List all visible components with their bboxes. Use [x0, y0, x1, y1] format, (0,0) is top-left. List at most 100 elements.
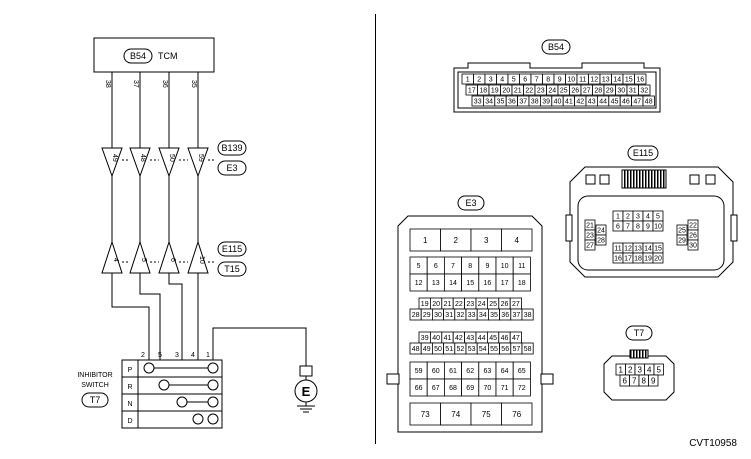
t7-pin-5-cell	[653, 363, 664, 376]
e3-pin-25-label: 25	[489, 301, 497, 308]
b54-pin-31-label: 31	[629, 87, 637, 94]
b54-pin-24-label: 24	[548, 87, 556, 94]
svg-text:E115: E115	[222, 244, 242, 254]
b54-pin-48-cell	[642, 95, 655, 107]
e3-pin-43-label: 43	[466, 335, 474, 342]
e115-pin-29-cell	[676, 234, 688, 246]
b54-pin-15-label: 15	[625, 76, 633, 83]
e3-pin-45-label: 45	[489, 335, 497, 342]
t7-pin-3-label: 3	[638, 365, 643, 374]
b54-pin-8-label: 8	[546, 76, 550, 83]
e3-pin-63-label: 63	[484, 368, 492, 375]
ground-label: E	[302, 384, 311, 399]
b54-pin-29-label: 29	[606, 87, 614, 94]
ground-symbol: E	[294, 365, 318, 413]
panel-divider	[375, 14, 376, 444]
e115-pin-25-label: 25	[678, 227, 686, 234]
e3-pin-47-label: 47	[512, 335, 520, 342]
b54-pin-12-label: 12	[590, 76, 598, 83]
b54-pin-17-label: 17	[468, 87, 476, 94]
b54-pin-18-label: 18	[479, 87, 487, 94]
col-3: 3	[175, 352, 179, 359]
e3-pin-4-cell	[501, 228, 533, 252]
e3-pin-52-label: 52	[457, 346, 465, 353]
e3-pin-18-label: 18	[518, 280, 526, 287]
b54-pin-16-cell	[634, 73, 647, 85]
e3-pin-8-label: 8	[468, 263, 472, 270]
e115-pin-13-label: 13	[634, 245, 642, 252]
e3-pin-44-label: 44	[478, 335, 486, 342]
e3-pin-58-label: 58	[524, 346, 532, 353]
svg-text:T7: T7	[90, 395, 101, 405]
tcm-pin-35: 35	[190, 80, 197, 88]
e3-pin-33-label: 33	[468, 312, 476, 319]
e3-pin-46-label: 46	[501, 335, 509, 342]
e3-pin-54-label: 54	[479, 346, 487, 353]
row-N: N	[127, 401, 132, 408]
b54-pin-32-label: 32	[640, 87, 648, 94]
e3-pin-65-label: 65	[518, 368, 526, 375]
svg-text:E3: E3	[465, 198, 476, 208]
b54-pin-30-label: 30	[617, 87, 625, 94]
b54-pin-5-label: 5	[512, 76, 516, 83]
e115-pin-15-label: 15	[654, 245, 662, 252]
e115-pin-1-label: 1	[616, 213, 620, 220]
t7-pin-6-label: 6	[623, 376, 628, 385]
e115-pin-28-cell	[595, 234, 607, 246]
b54-pin-32-cell	[638, 84, 651, 96]
e3-pin-51-label: 51	[445, 346, 453, 353]
col-1: 1	[206, 352, 210, 359]
e115-pin-20-label: 20	[654, 255, 662, 262]
tcm-connector-tag: B54	[123, 48, 153, 64]
e3-pin-72-cell	[512, 378, 531, 397]
b54-pin-45-label: 45	[611, 98, 619, 105]
e115-pin-10-label: 10	[654, 223, 662, 230]
e115-pin-18-label: 18	[634, 255, 642, 262]
e115-pin-30-label: 30	[689, 242, 697, 249]
b54-pin-33-label: 33	[474, 98, 482, 105]
e3-pin-7-label: 7	[451, 263, 455, 270]
tcm-connector-label: B54	[130, 51, 146, 61]
e115-pin-6-label: 6	[616, 223, 620, 230]
e115-pin-23-label: 23	[586, 232, 594, 239]
e115-pin-28-label: 28	[597, 237, 605, 244]
inhibitor-label-1: INHIBITOR	[77, 372, 112, 379]
tag-e3: E3	[217, 160, 247, 176]
b54-pin-44-label: 44	[599, 98, 607, 105]
b54-pin-46-label: 46	[622, 98, 630, 105]
b54-pin-39-label: 39	[542, 98, 550, 105]
tag-b139: B139	[217, 140, 247, 156]
col-2: 2	[141, 352, 145, 359]
b54-pin-3-label: 3	[489, 76, 493, 83]
b54-pin-27-label: 27	[583, 87, 591, 94]
b54-pin-26-label: 26	[571, 87, 579, 94]
svg-text:E3: E3	[226, 163, 237, 173]
b54-pin-11-label: 11	[579, 76, 586, 83]
col-4: 4	[191, 352, 195, 359]
e3-pin-70-label: 70	[484, 385, 492, 392]
joint-pin-5: 5	[140, 258, 147, 262]
b54-pin-23-label: 23	[537, 87, 545, 94]
e3-pin-35-label: 35	[490, 312, 498, 319]
e115-pin-24-label: 24	[597, 227, 605, 234]
joint-pin-10: 10	[198, 256, 205, 264]
b54-pin-47-label: 47	[633, 98, 641, 105]
e115-pin-14-label: 14	[644, 245, 652, 252]
inhibitor-switch-table: P R N D 2 5 3 4 1	[121, 352, 223, 429]
e3-pin-76-cell	[501, 402, 533, 426]
e3-pin-28-label: 28	[412, 312, 420, 319]
e3-pin-64-label: 64	[501, 368, 509, 375]
t7-pin-4-label: 4	[647, 365, 652, 374]
e3-pin-60-label: 60	[432, 368, 440, 375]
b54-pin-28-label: 28	[594, 87, 602, 94]
upper-joint-connectors: 49 48 50 59	[101, 147, 216, 178]
row-D: D	[127, 418, 132, 425]
e115-pin-19-label: 19	[644, 255, 652, 262]
e115-pin-29-label: 29	[678, 237, 686, 244]
